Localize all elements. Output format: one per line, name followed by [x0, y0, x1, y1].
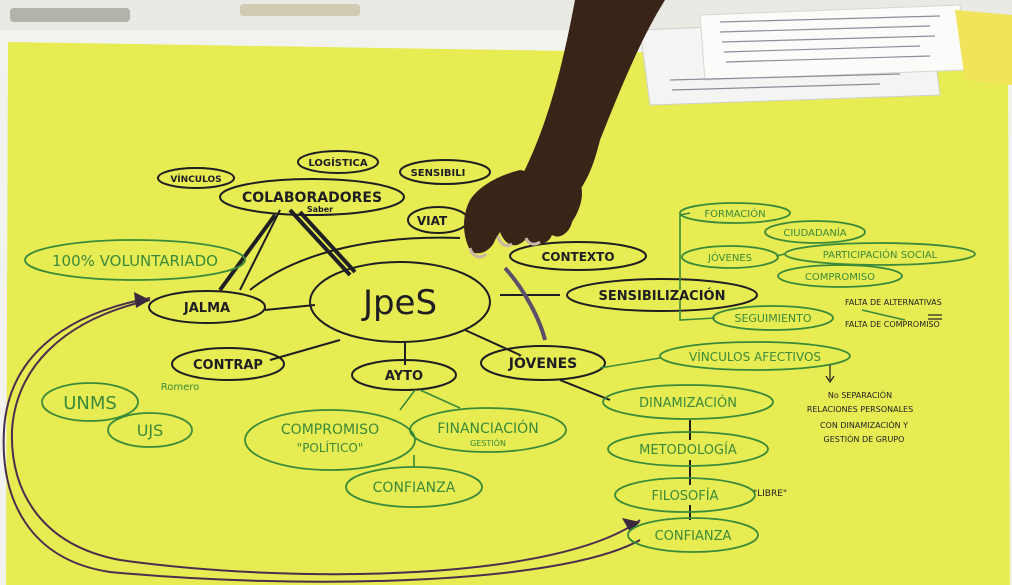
- label-financiacion-sub: GESTIÓN: [470, 437, 506, 448]
- label-ciudadania: CIUDADANÍA: [783, 226, 846, 239]
- label-vinculos: VÍNCULOS: [170, 173, 221, 185]
- label-unms: UNMS: [63, 393, 117, 414]
- label-viat: VIAT: [417, 214, 448, 228]
- note-no-sep-1: No SEPARACIÓN: [828, 389, 892, 400]
- label-voluntariado: 100% VOLUNTARIADO: [52, 252, 218, 270]
- note-no-sep-3: CON DINAMIZACIÓN Y: [820, 419, 908, 430]
- label-libre: "LIBRE": [753, 489, 787, 499]
- paper-notes: [639, 4, 966, 106]
- label-contexto: CONTEXTO: [541, 250, 614, 264]
- side-notes: FALTA DE ALTERNATIVAS FALTA DE COMPROMIS…: [807, 298, 942, 444]
- arrow-head: [622, 518, 640, 532]
- label-compromiso: COMPROMISO: [805, 272, 875, 283]
- pen-clutter: [10, 8, 130, 22]
- label-confianza-right: CONFIANZA: [655, 529, 732, 544]
- label-sensibilizacion: SENSIBILIZACIÓN: [599, 288, 726, 304]
- note-no-sep-4: GESTIÓN DE GRUPO: [824, 433, 905, 444]
- label-jalma: JALMA: [183, 301, 230, 316]
- label-logistica: LOGÍSTICA: [308, 156, 368, 169]
- label-ayto: AYTO: [385, 369, 423, 384]
- note-arrows: [825, 314, 942, 384]
- yellow-paper: [6, 42, 1010, 585]
- label-jovenes: JÓVENES: [508, 354, 578, 372]
- label-contrap: CONTRAP: [193, 358, 263, 373]
- return-arrow: [2, 297, 641, 583]
- label-vinculos-afectivos: VÍNCULOS AFECTIVOS: [689, 349, 821, 364]
- label-jovenes-small: JÓVENES: [707, 251, 752, 264]
- label-ujs: UJS: [137, 421, 164, 440]
- center-node: [309, 261, 491, 343]
- note-no-sep-2: RELACIONES PERSONALES: [807, 405, 913, 414]
- label-sensibil: SENSIBILI: [411, 168, 466, 179]
- label-compromiso-politico-2: "POLÍTICO": [297, 440, 364, 455]
- label-compromiso-politico-1: COMPROMISO: [281, 422, 379, 438]
- black-labels: COLABORADORES Saber VÍNCULOS LOGÍSTICA S…: [170, 156, 725, 384]
- connectors: [239, 209, 691, 520]
- sticky-note: [955, 10, 1012, 85]
- label-seguimiento: SEGUIMIENTO: [734, 312, 811, 325]
- heavy-arrows: [218, 208, 357, 292]
- label-formacion: FORMACIÓN: [704, 207, 765, 220]
- arrow-head: [134, 292, 150, 308]
- green-connectors: [399, 212, 906, 468]
- note-falta-1: FALTA DE ALTERNATIVAS: [845, 298, 942, 307]
- shaded-arrow: [503, 266, 547, 341]
- hand-pointing: [464, 0, 665, 259]
- note-falta-2: FALTA DE COMPROMISO: [845, 320, 940, 329]
- label-dinamizacion: DINAMIZACIÓN: [639, 395, 737, 411]
- green-labels: 100% VOLUNTARIADO FORMACIÓN CIUDADANÍA J…: [52, 207, 938, 544]
- label-colaboradores-sub: Saber: [307, 205, 333, 214]
- label-financiacion: FINANCIACIÓN: [437, 419, 538, 437]
- black-node-shapes: [148, 150, 758, 391]
- label-filosofia: FILOSOFÍA: [651, 488, 718, 504]
- label-confianza-bottom: CONFIANZA: [373, 480, 456, 496]
- label-romero: Romero: [161, 382, 200, 393]
- label-colaboradores: COLABORADORES: [242, 190, 382, 206]
- label-metodologia: METODOLOGÍA: [639, 442, 737, 458]
- center-label: JpeS: [361, 283, 437, 323]
- stationery-clutter: [240, 4, 360, 16]
- label-participacion: PARTICIPACIÓN SOCIAL: [823, 248, 938, 261]
